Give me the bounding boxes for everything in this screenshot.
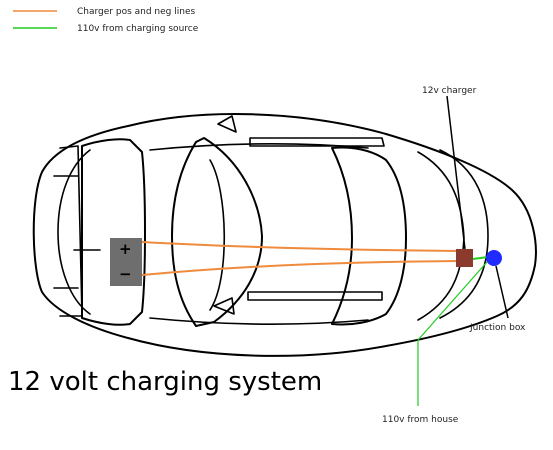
house-source-line xyxy=(417,261,488,406)
charger-lines xyxy=(141,241,459,276)
charger-junction-link xyxy=(472,256,489,260)
diagram-title: 12 volt charging system xyxy=(8,367,322,397)
junction-box xyxy=(486,250,502,266)
junction-pointer xyxy=(495,265,509,319)
negative-line xyxy=(141,260,459,276)
battery-negative-terminal: − xyxy=(119,265,132,283)
battery-body xyxy=(110,238,142,286)
charger-pointer xyxy=(446,95,466,250)
legend-label-source-line: 110v from charging source xyxy=(77,24,199,34)
junction-box-label: Junction box xyxy=(469,323,526,333)
positive-line xyxy=(141,241,459,252)
house-label: 110v from house xyxy=(382,415,459,425)
battery-positive-terminal: + xyxy=(119,240,132,258)
battery: + − xyxy=(110,238,142,286)
legend-label-charger-lines: Charger pos and neg lines xyxy=(77,7,195,17)
car-outline xyxy=(32,113,537,357)
charger-label: 12v charger xyxy=(422,86,477,96)
legend: Charger pos and neg lines 110v from char… xyxy=(13,7,199,34)
charger-box xyxy=(456,249,473,267)
